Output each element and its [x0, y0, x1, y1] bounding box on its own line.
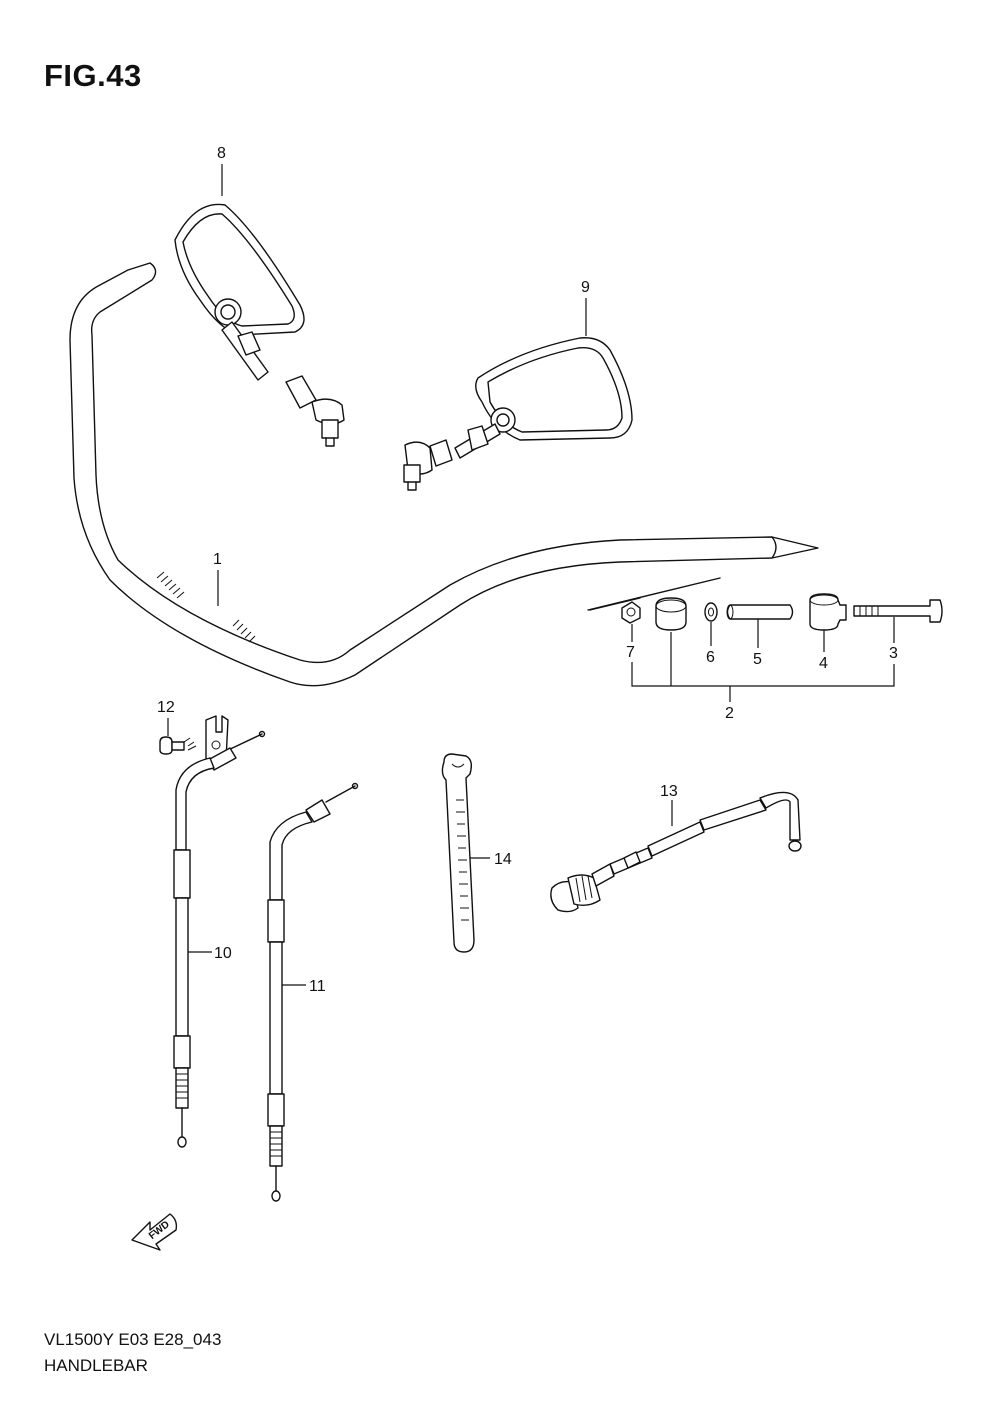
callout-12: 12 — [157, 699, 175, 716]
callout-1: 1 — [213, 551, 222, 568]
callout-7: 7 — [626, 644, 635, 661]
spacer-part-5 — [726, 604, 794, 620]
model-code: VL1500Y E03 E28_043 — [44, 1330, 222, 1349]
callout-14: 14 — [494, 851, 512, 868]
part-name: HANDLEBAR — [44, 1356, 148, 1375]
bolt-part-3 — [853, 599, 943, 623]
callout-5: 5 — [753, 651, 762, 668]
handlebar-part[interactable] — [69, 262, 819, 687]
choke-cable-part-13[interactable] — [550, 791, 802, 913]
end-cap-part-4 — [809, 593, 847, 631]
balancer-weight — [655, 597, 687, 631]
callout-13: 13 — [660, 783, 678, 800]
clamp-band-part-14[interactable] — [441, 753, 490, 953]
throttle-cable-part-11[interactable] — [267, 782, 359, 1202]
balancer-assembly[interactable] — [587, 577, 943, 702]
screw-part-12[interactable] — [159, 718, 197, 755]
washer-part-6 — [704, 602, 718, 622]
callout-9: 9 — [581, 279, 590, 296]
forward-direction-arrow: FWD — [131, 1213, 178, 1251]
callout-4: 4 — [819, 655, 828, 672]
nut-part-7 — [621, 601, 641, 624]
figure-title: FIG.43 — [44, 58, 142, 93]
callout-8: 8 — [217, 145, 226, 162]
callout-2: 2 — [725, 705, 734, 722]
callout-3: 3 — [889, 645, 898, 662]
left-mirror-part[interactable] — [174, 203, 345, 447]
throttle-cable-part-10[interactable] — [173, 730, 266, 1148]
callout-6: 6 — [706, 649, 715, 666]
callout-10: 10 — [214, 945, 232, 962]
right-mirror-part[interactable] — [403, 337, 633, 491]
callout-11: 11 — [309, 978, 326, 995]
